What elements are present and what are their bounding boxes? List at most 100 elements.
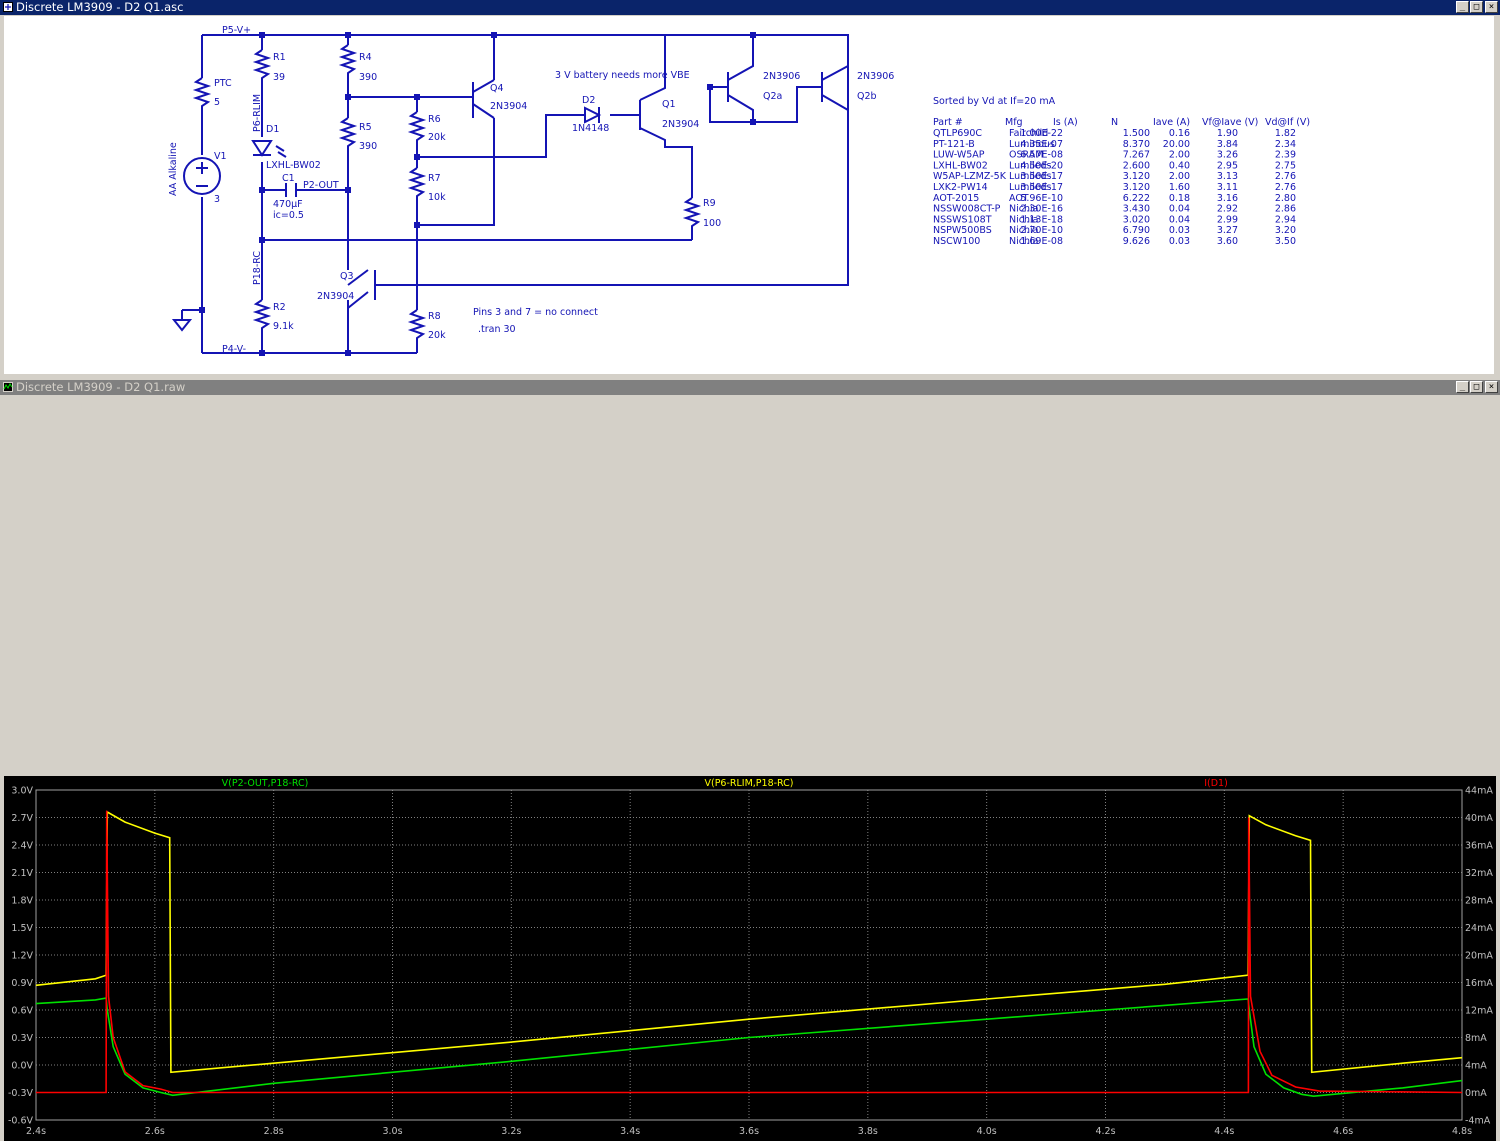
table-cell: 4.35E-07: [1020, 139, 1063, 150]
ptc-value: 5: [214, 97, 220, 108]
legend-label-0[interactable]: V(P2-OUT,P18-RC): [222, 778, 309, 789]
table-cell: 6.790: [1123, 225, 1150, 236]
table-cell: 0.18: [1169, 193, 1190, 204]
voltage-source-v1: [183, 157, 221, 195]
waveform-restore-button[interactable]: □: [1470, 381, 1483, 393]
y-right-tick-label: 44mA: [1465, 786, 1493, 797]
table-cell: 2.75: [1275, 160, 1296, 171]
note-pins: Pins 3 and 7 = no connect: [473, 307, 598, 318]
table-cell: 6.57E-08: [1020, 150, 1063, 161]
y-left-tick-label: 2.7V: [11, 813, 33, 824]
table-cell: LXHL-BW02: [933, 160, 988, 171]
table-title: Sorted by Vd at If=20 mA: [933, 96, 1056, 107]
y-left-tick-label: 2.1V: [11, 868, 33, 879]
restore-button[interactable]: □: [1470, 1, 1483, 13]
plot-background: [4, 776, 1496, 1141]
d1-value: LXHL-BW02: [266, 160, 321, 171]
table-cell: Nichia: [1009, 225, 1038, 236]
x-tick-label: 4.4s: [1214, 1126, 1234, 1137]
schematic-titlebar[interactable]: Discrete LM3909 - D2 Q1.asc _ □ ×: [0, 0, 1500, 15]
r9-value: 100: [703, 218, 721, 229]
table-cell: 2.99: [1217, 214, 1238, 225]
led-d1: [251, 140, 287, 158]
table-cell: 1.13E-18: [1020, 214, 1063, 225]
d1-name: D1: [266, 124, 279, 135]
legend-label-2[interactable]: I(D1): [1204, 778, 1228, 789]
r2-value: 9.1k: [273, 321, 294, 332]
q2b-value: 2N3906: [857, 71, 894, 82]
table-cell: 1.90: [1217, 128, 1238, 139]
table-cell: OSRAM: [1009, 150, 1043, 161]
y-right-tick-label: -4mA: [1465, 1116, 1491, 1127]
x-tick-label: 4.8s: [1452, 1126, 1472, 1137]
table-header: Mfg: [1005, 117, 1023, 128]
y-left-tick-label: -0.6V: [8, 1116, 34, 1127]
note-tran: .tran 30: [478, 324, 516, 335]
net-label-p18: P18-RC: [252, 251, 263, 285]
table-header: Vd@If (V): [1265, 117, 1310, 128]
waveform-app-icon: [3, 382, 13, 392]
table-cell: 0.16: [1169, 128, 1190, 139]
r4-name: R4: [359, 52, 372, 63]
table-cell: Lumileds: [1009, 171, 1052, 182]
ptc-name: PTC: [214, 78, 232, 89]
v1-value: 3: [214, 194, 220, 205]
c1-ic: ic=0.5: [273, 210, 304, 221]
table-cell: 3.20: [1275, 225, 1296, 236]
y-right-tick-label: 32mA: [1465, 868, 1493, 879]
table-cell: Lumileds: [1009, 160, 1052, 171]
table-header: Part #: [933, 117, 963, 128]
y-right-tick-label: 4mA: [1465, 1061, 1487, 1072]
r4-value: 390: [359, 72, 377, 83]
r7-value: 10k: [428, 192, 446, 203]
table-cell: 2.86: [1275, 204, 1296, 215]
close-button[interactable]: ×: [1485, 1, 1498, 13]
schematic-window: Discrete LM3909 - D2 Q1.asc _ □ ×: [0, 0, 1500, 378]
r8-value: 20k: [428, 330, 446, 341]
x-tick-label: 2.4s: [26, 1126, 46, 1137]
r6-name: R6: [428, 114, 441, 125]
table-cell: Luminous: [1009, 139, 1055, 150]
table-cell: Nichia: [1009, 236, 1038, 247]
battery-label: AA Alkaline: [168, 142, 179, 196]
waveform-close-button[interactable]: ×: [1485, 381, 1498, 393]
table-cell: Nichia: [1009, 204, 1038, 215]
q2a-value: 2N3906: [763, 71, 800, 82]
table-cell: NSSWS108T: [933, 214, 992, 225]
table-cell: 2.76: [1275, 171, 1296, 182]
table-cell: 0.03: [1169, 236, 1190, 247]
schematic-canvas[interactable]: P5-V+ P4-V- P2-OUT P6-RLIM P18-RC AA Alk…: [4, 16, 1494, 374]
table-cell: 0.03: [1169, 225, 1190, 236]
waveform-minimize-button[interactable]: _: [1456, 381, 1469, 393]
r9-name: R9: [703, 198, 716, 209]
legend-label-1[interactable]: V(P6-RLIM,P18-RC): [704, 778, 793, 789]
x-tick-label: 4.6s: [1333, 1126, 1353, 1137]
c1-value: 470µF: [273, 199, 303, 210]
r6-value: 20k: [428, 132, 446, 143]
table-cell: NSPW500BS: [933, 225, 992, 236]
table-cell: 2.92: [1217, 204, 1238, 215]
table-cell: 2.600: [1123, 160, 1150, 171]
table-header: Vf@Iave (V): [1202, 117, 1258, 128]
table-cell: 2.95: [1217, 160, 1238, 171]
schematic-title: Discrete LM3909 - D2 Q1.asc: [16, 0, 184, 14]
y-right-tick-label: 16mA: [1465, 978, 1493, 989]
y-right-tick-label: 28mA: [1465, 896, 1493, 907]
r5-name: R5: [359, 122, 372, 133]
table-cell: 3.13: [1217, 171, 1238, 182]
y-right-tick-label: 12mA: [1465, 1006, 1493, 1017]
y-left-tick-label: 1.2V: [11, 951, 33, 962]
net-label-p2: P2-OUT: [303, 180, 339, 191]
y-left-tick-label: 1.8V: [11, 896, 33, 907]
minimize-button[interactable]: _: [1456, 1, 1469, 13]
waveform-titlebar[interactable]: Discrete LM3909 - D2 Q1.raw _ □ ×: [0, 380, 1500, 395]
v1-name: V1: [214, 151, 227, 162]
table-cell: 2.94: [1275, 214, 1296, 225]
table-cell: 8.370: [1123, 139, 1150, 150]
r2-name: R2: [273, 302, 286, 313]
table-cell: 3.50E-17: [1020, 182, 1063, 193]
table-cell: 3.60: [1217, 236, 1238, 247]
y-right-tick-label: 8mA: [1465, 1033, 1487, 1044]
